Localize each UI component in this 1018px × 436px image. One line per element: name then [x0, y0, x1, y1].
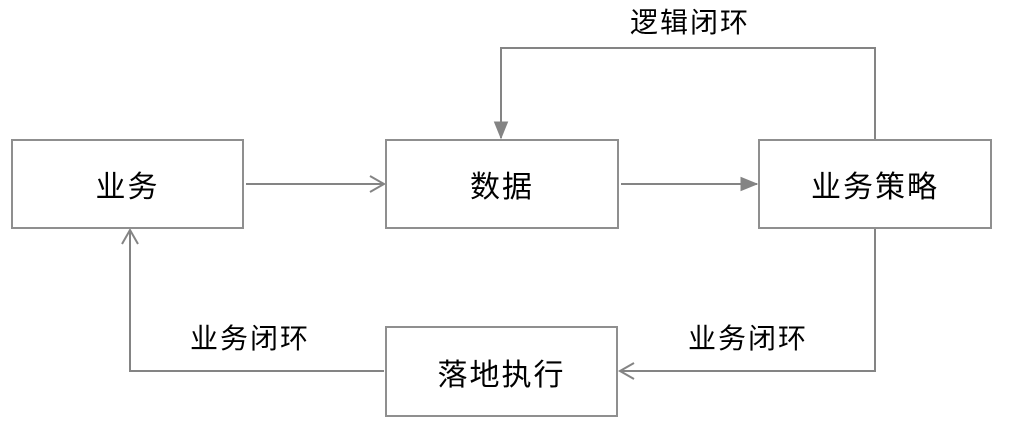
- node-strategy: 业务策略: [758, 139, 992, 229]
- node-business-label: 业务: [95, 171, 160, 204]
- node-data: 数据: [385, 139, 619, 229]
- edge-strategy-to-data-logic-loop: [493, 47, 876, 140]
- node-business: 业务: [11, 139, 244, 229]
- node-data-label: 数据: [470, 171, 534, 204]
- edge-execution-to-business: [121, 227, 384, 372]
- node-execution: 落地执行: [385, 326, 618, 417]
- node-execution-label: 落地执行: [437, 358, 566, 392]
- logic-loop-label: 逻辑闭环: [629, 7, 751, 38]
- business-loop-label-left: 业务闭环: [189, 323, 311, 354]
- business-loop-label-right: 业务闭环: [687, 323, 809, 354]
- node-strategy-label: 业务策略: [811, 171, 939, 204]
- edge-strategy-to-execution: [617, 229, 876, 380]
